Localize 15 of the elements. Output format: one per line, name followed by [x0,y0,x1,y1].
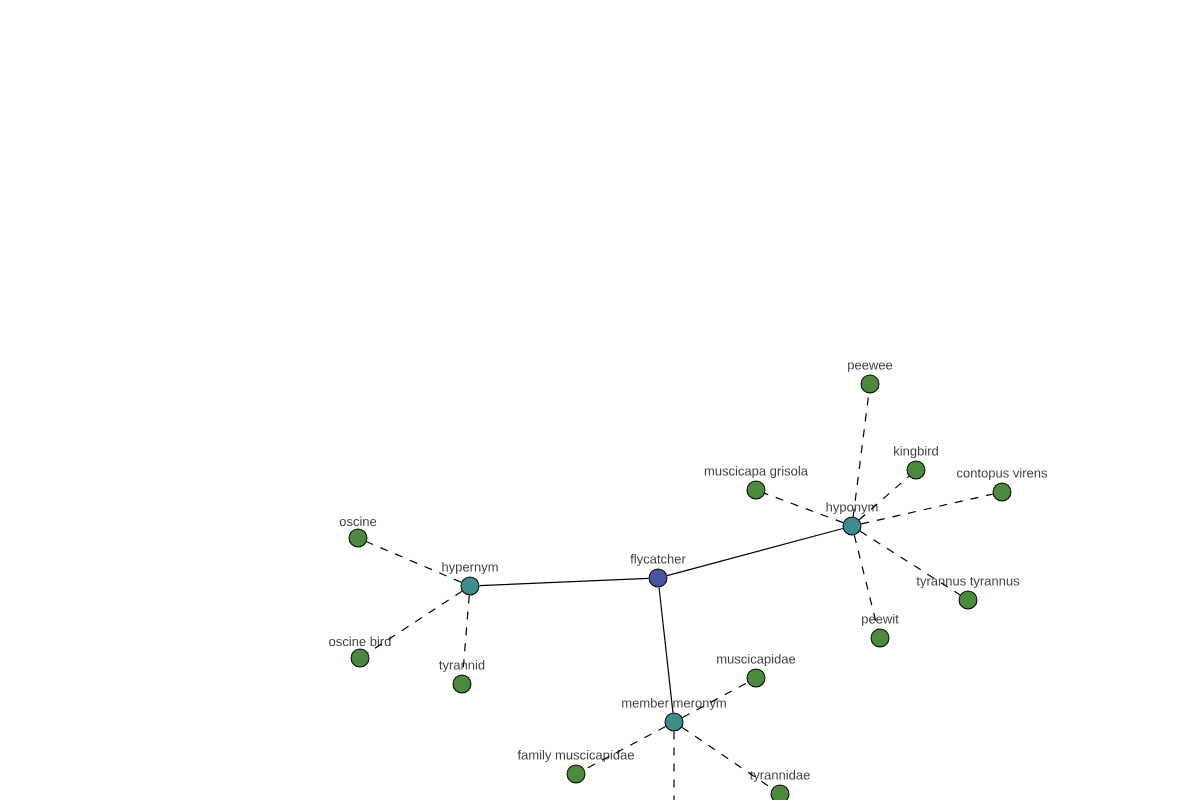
link-line [666,527,844,577]
link-line [478,577,650,587]
link-line [366,541,462,583]
link-line [367,590,463,654]
link-line [658,586,674,714]
link-line [858,475,910,521]
link-line [673,730,675,800]
link-line [852,392,870,518]
link-line [859,530,961,596]
link-line [764,492,844,524]
link-line [583,725,667,771]
link-line [681,681,749,719]
link-line [681,726,773,790]
link-line [860,493,994,525]
link-line [853,534,879,630]
